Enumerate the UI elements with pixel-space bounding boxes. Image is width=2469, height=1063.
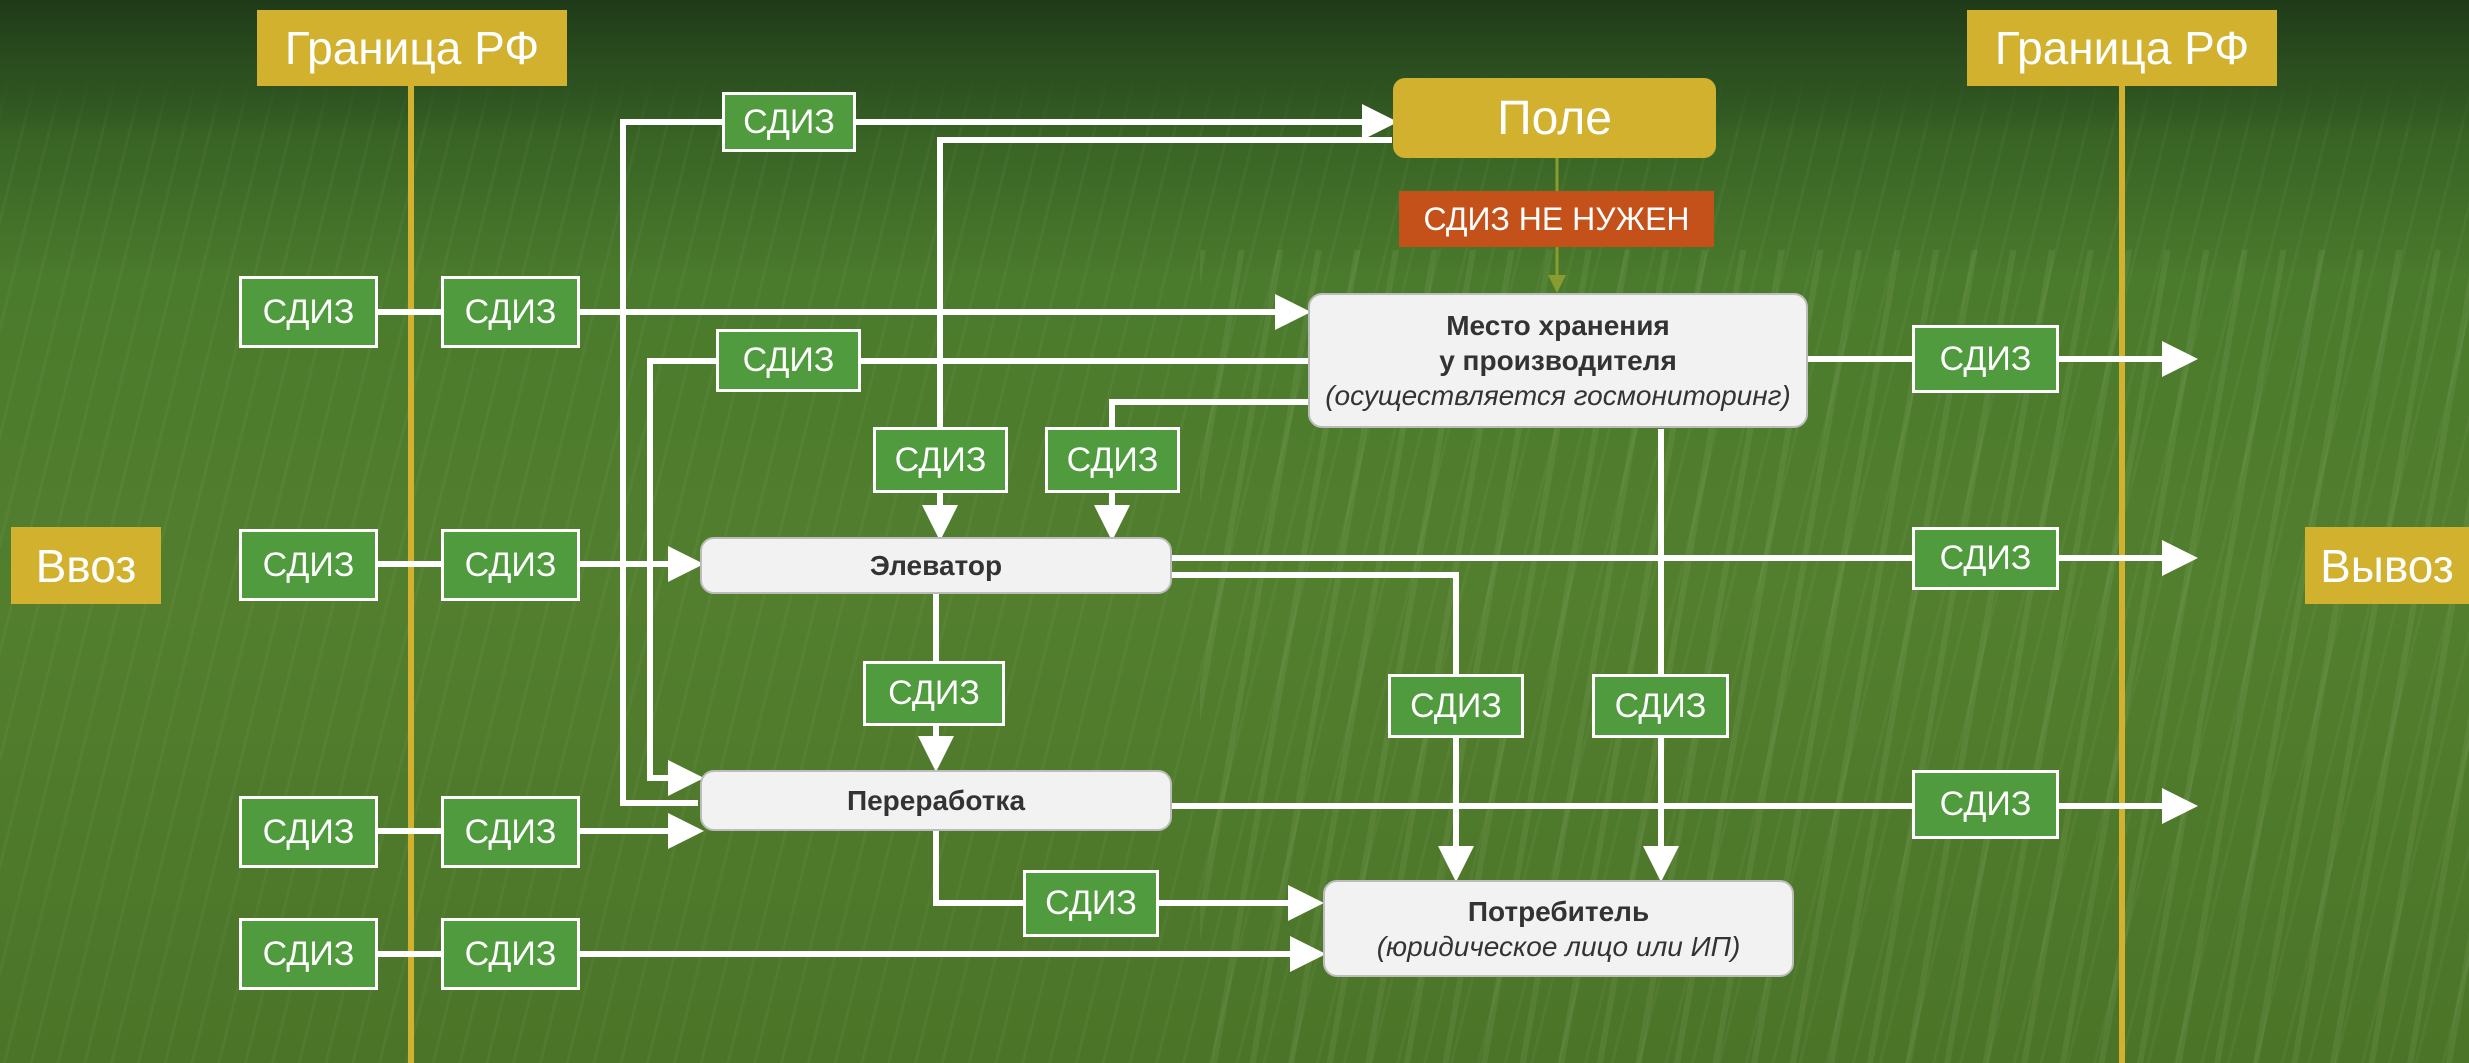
sdiz-badge-entry3-a: СДИЗ xyxy=(239,796,378,868)
consumer-title: Потребитель xyxy=(1467,895,1650,927)
node-elevator: Элеватор xyxy=(700,537,1172,594)
sdiz-badge-processing-field: СДИЗ xyxy=(722,92,856,152)
processing-title: Переработка xyxy=(846,785,1026,816)
sdiz-badge-storage-export: СДИЗ xyxy=(1912,325,2059,393)
consumer-note: (юридическое лицо или ИП) xyxy=(1376,930,1741,962)
import-label: Ввоз xyxy=(11,527,161,604)
storage-title-line2: у производителя xyxy=(1439,345,1677,376)
node-field: Поле xyxy=(1393,78,1716,158)
border-label-left: Граница РФ xyxy=(257,10,567,86)
node-consumer: Потребитель (юридическое лицо или ИП) xyxy=(1323,880,1794,977)
edge-elevator-consumer xyxy=(1171,572,1474,882)
sdiz-badge-entry1-a: СДИЗ xyxy=(239,276,378,348)
node-storage: Место хранения у производителя (осуществ… xyxy=(1308,293,1808,428)
border-line-right xyxy=(2119,80,2125,1063)
sdiz-badge-entry3-b: СДИЗ xyxy=(441,796,580,868)
sdiz-not-needed-badge: СДИЗ НЕ НУЖЕН xyxy=(1399,191,1714,247)
node-processing: Переработка xyxy=(700,770,1172,831)
border-line-left xyxy=(408,80,414,1063)
sdiz-badge-elevator-processing: СДИЗ xyxy=(863,661,1005,726)
edge-storage-processing xyxy=(647,358,1310,796)
edge-processing-consumer xyxy=(933,829,1324,921)
border-label-right: Граница РФ xyxy=(1967,10,2277,86)
sdiz-badge-elevator-consumer: СДИЗ xyxy=(1388,674,1524,738)
storage-note: (осуществляется госмониторинг) xyxy=(1325,380,1791,411)
edge-field-elevator xyxy=(922,137,1392,541)
sdiz-badge-entry1-b: СДИЗ xyxy=(441,276,580,348)
sdiz-badge-field-elevator: СДИЗ xyxy=(873,427,1008,493)
sdiz-badge-storage-elevator: СДИЗ xyxy=(1045,427,1180,493)
storage-title-line1: Место хранения xyxy=(1446,310,1670,341)
sdiz-badge-entry4-a: СДИЗ xyxy=(239,918,378,990)
sdiz-badge-storage-processing: СДИЗ xyxy=(716,329,861,392)
sdiz-badge-entry2-a: СДИЗ xyxy=(239,529,378,601)
sdiz-badge-storage-consumer: СДИЗ xyxy=(1592,674,1729,738)
edge-processing-field xyxy=(620,104,1398,806)
sdiz-badge-processing-export: СДИЗ xyxy=(1912,770,2059,839)
sdiz-badge-entry4-b: СДИЗ xyxy=(441,918,580,990)
sdiz-badge-entry2-b: СДИЗ xyxy=(441,529,580,601)
elevator-title: Элеватор xyxy=(869,550,1003,581)
sdiz-badge-elevator-export: СДИЗ xyxy=(1912,527,2059,590)
sdiz-badge-processing-consumer: СДИЗ xyxy=(1023,870,1159,937)
export-label: Вывоз xyxy=(2305,527,2469,604)
